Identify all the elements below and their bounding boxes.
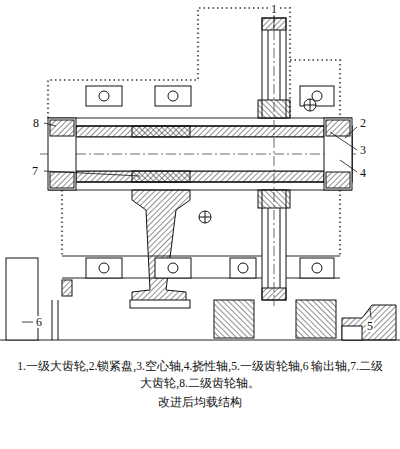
callout-number: 4 — [359, 167, 367, 179]
callout-number: 3 — [359, 144, 367, 156]
bearing — [86, 86, 336, 338]
housing-outline — [48, 8, 340, 256]
housing-lines — [0, 118, 400, 340]
sight-glass — [199, 99, 316, 223]
lock-disc — [48, 118, 352, 190]
callout-number: 7 — [31, 165, 39, 177]
figure-caption: 改进后均载结构 — [0, 395, 400, 409]
gear-shaft — [342, 305, 396, 340]
second-stage-gear — [130, 190, 190, 308]
callout-number: 6 — [35, 316, 43, 328]
callout-number: 8 — [32, 117, 40, 129]
callout-number: 5 — [366, 320, 374, 332]
first-stage-gear — [258, 12, 290, 306]
callout-number: 2 — [359, 117, 367, 129]
hollow-shaft — [40, 126, 360, 182]
output-shaft — [6, 258, 72, 340]
callout-number: 1 — [270, 3, 278, 15]
leader-line — [22, 16, 371, 322]
parts-legend-note: 1.一级大齿轮,2.锁紧盘,3.空心轴,4.挠性轴,5.一级齿轮轴,6 输出轴,… — [12, 358, 388, 392]
